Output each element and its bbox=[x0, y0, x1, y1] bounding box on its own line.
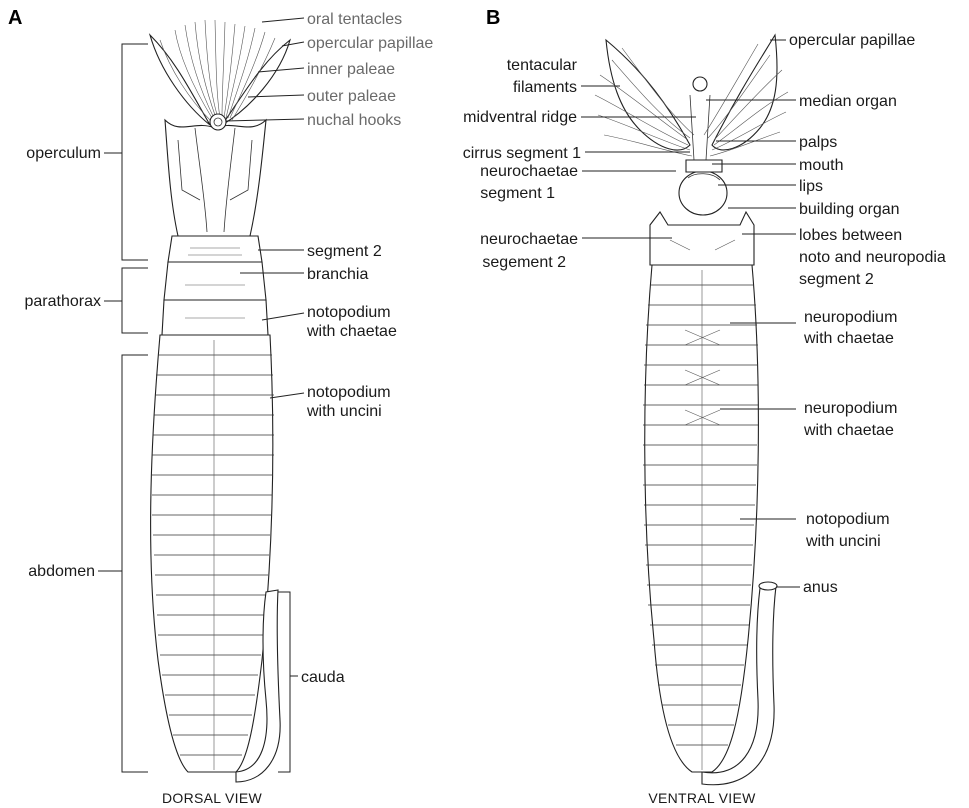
nuchal-hooks-mark bbox=[210, 114, 226, 130]
label-inner-paleae: inner paleae bbox=[307, 61, 395, 78]
label-neuropodium-1-line2: with chaetae bbox=[803, 330, 894, 347]
label-anus: anus bbox=[803, 579, 838, 596]
label-lobes-line3: segment 2 bbox=[799, 271, 874, 288]
ventral-worm-drawing bbox=[595, 35, 788, 785]
label-notopodium-uncini-ventral-line2: with uncini bbox=[805, 533, 881, 550]
label-branchia: branchia bbox=[307, 266, 368, 283]
label-mouth: mouth bbox=[799, 157, 843, 174]
label-notopodium-uncini-ventral-line1: notopodium bbox=[806, 511, 890, 528]
label-lobes-line1: lobes between bbox=[799, 227, 902, 244]
label-neuropodium-2-line2: with chaetae bbox=[803, 422, 894, 439]
dorsal-abdomen-shape bbox=[151, 335, 273, 772]
label-midventral-ridge: midventral ridge bbox=[463, 109, 577, 126]
label-tentacular-line1: tentacular bbox=[507, 57, 578, 74]
label-operculum: operculum bbox=[26, 145, 101, 162]
caption-ventral-view: VENTRAL VIEW bbox=[648, 790, 756, 806]
label-parathorax: parathorax bbox=[25, 293, 102, 310]
label-neurochaetae-seg1-line2: segment 1 bbox=[480, 185, 555, 202]
label-median-organ: median organ bbox=[799, 93, 897, 110]
label-tentacular-line2: filaments bbox=[513, 79, 577, 96]
label-notopodium-chaetae-line1: notopodium bbox=[307, 304, 391, 321]
label-nuchal-hooks: nuchal hooks bbox=[307, 112, 401, 129]
label-neurochaetae-seg2-line1: neurochaetae bbox=[480, 231, 578, 248]
label-palps: palps bbox=[799, 134, 837, 151]
label-neuropodium-2-line1: neuropodium bbox=[804, 400, 897, 417]
ventral-median-organ-mark bbox=[693, 77, 707, 91]
building-organ-shape bbox=[679, 171, 727, 215]
label-neurochaetae-seg1-line1: neurochaetae bbox=[480, 163, 578, 180]
label-neurochaetae-seg2-line2: segement 2 bbox=[482, 254, 566, 271]
panel-label-a: A bbox=[8, 7, 22, 29]
label-neuropodium-1-line1: neuropodium bbox=[804, 309, 897, 326]
label-notopodium-chaetae-line2: with chaetae bbox=[306, 323, 397, 340]
dorsal-crown bbox=[150, 20, 290, 130]
label-opercular-papillae-dorsal: opercular papillae bbox=[307, 35, 433, 52]
label-outer-paleae: outer paleae bbox=[307, 88, 396, 105]
label-oral-tentacles: oral tentacles bbox=[307, 11, 402, 28]
dorsal-worm-drawing bbox=[150, 20, 290, 782]
label-lips: lips bbox=[799, 178, 823, 195]
label-segment-2: segment 2 bbox=[307, 243, 382, 260]
panel-label-b: B bbox=[486, 7, 500, 29]
dorsal-operculum-shape bbox=[165, 120, 266, 236]
label-opercular-papillae-ventral: opercular papillae bbox=[789, 32, 915, 49]
label-notopodium-uncini-line2: with uncini bbox=[306, 403, 382, 420]
label-cirrus-segment-1: cirrus segment 1 bbox=[463, 145, 581, 162]
label-cauda: cauda bbox=[301, 669, 345, 686]
label-lobes-line2: noto and neuropodia bbox=[799, 249, 946, 266]
label-abdomen: abdomen bbox=[28, 563, 95, 580]
caption-dorsal-view: DORSAL VIEW bbox=[162, 790, 263, 806]
label-notopodium-uncini-line1: notopodium bbox=[307, 384, 391, 401]
label-building-organ: building organ bbox=[799, 201, 900, 218]
